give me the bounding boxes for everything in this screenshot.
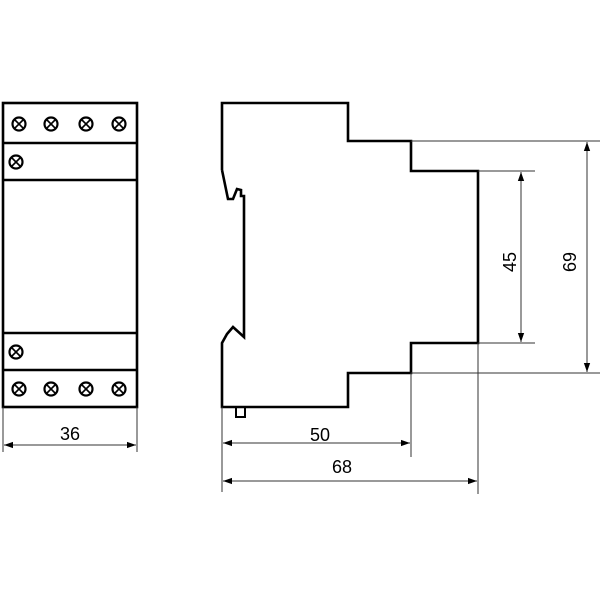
dimension-width-label: 36 xyxy=(60,424,80,444)
dimension-width: 36 xyxy=(2,407,138,452)
dimension-front-height: 45 xyxy=(478,170,535,344)
front-view-body xyxy=(1,101,139,409)
side-view-outline xyxy=(220,101,480,409)
screw-terminal-icon xyxy=(11,381,27,397)
dimension-depth-total-label: 68 xyxy=(332,457,352,477)
dimension-depth-total: 68 xyxy=(223,343,479,494)
dimension-front-height-label: 45 xyxy=(500,252,520,272)
front-view: 36 xyxy=(1,101,139,452)
screw-terminal-icon xyxy=(11,116,27,132)
screw-terminal-icon xyxy=(78,381,94,397)
screw-terminal-icon xyxy=(43,116,59,132)
dimension-total-height: 69 xyxy=(411,140,600,374)
dimension-depth-front-label: 50 xyxy=(310,425,330,445)
screw-terminal-icon xyxy=(111,116,127,132)
screw-terminal-icon xyxy=(8,154,24,170)
screw-terminal-icon xyxy=(111,381,127,397)
screw-terminal-icon xyxy=(8,344,24,360)
screw-terminal-icon xyxy=(43,381,59,397)
side-view-clip-tab xyxy=(235,406,246,418)
side-view: 50 68 45 69 xyxy=(220,101,600,494)
screw-terminal-icon xyxy=(78,116,94,132)
dimension-total-height-label: 69 xyxy=(560,252,580,272)
dimension-depth-front: 50 xyxy=(221,373,412,492)
